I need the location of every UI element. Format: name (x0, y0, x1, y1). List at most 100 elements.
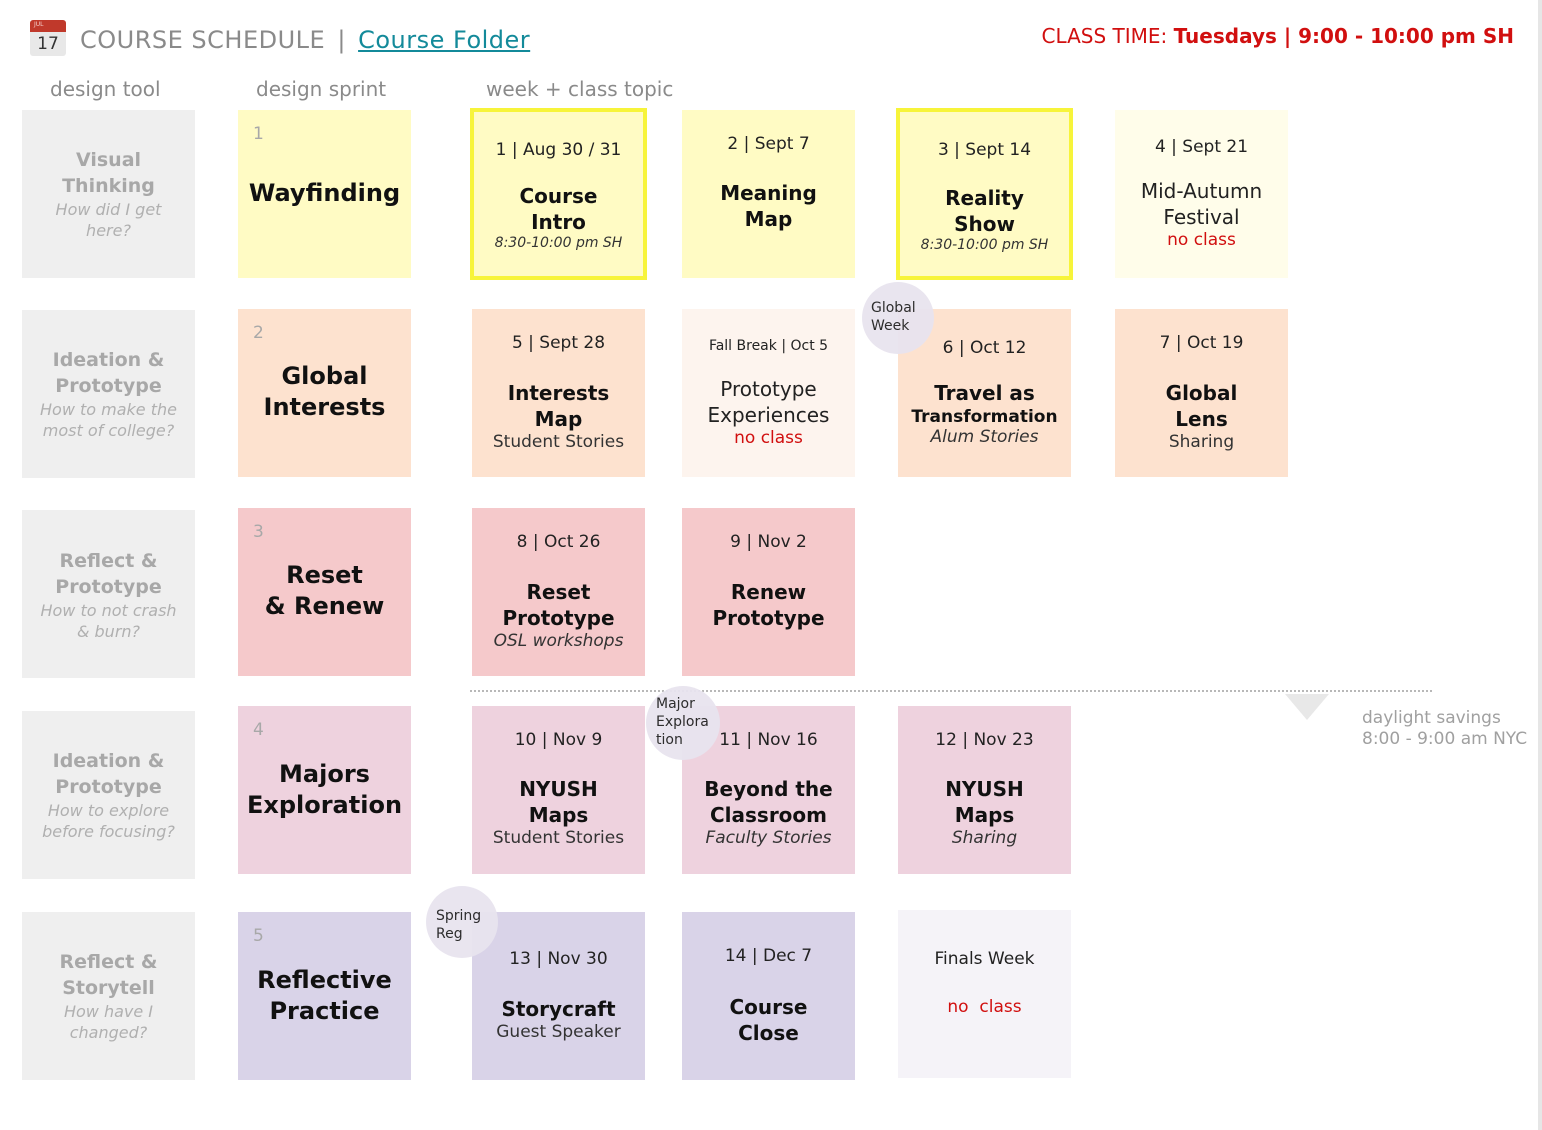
week-card: Fall Break | Oct 5 Prototype Experiences… (682, 309, 855, 477)
sprint-number: 3 (253, 522, 264, 542)
week-title: Global (1165, 381, 1238, 405)
column-header-design-sprint: design sprint (256, 77, 387, 101)
week-title: Show (954, 212, 1015, 236)
tool-title: Reflect & (59, 951, 158, 973)
week-title: Prototype (720, 377, 817, 401)
design-tool-card: Visual Thinking How did I get here? (22, 110, 195, 278)
week-title: Prototype (502, 606, 615, 630)
week-title: Mid-Autumn (1140, 179, 1263, 203)
column-header-design-tool: design tool (50, 77, 161, 101)
class-time: CLASS TIME: Tuesdays | 9:00 - 10:00 pm S… (1042, 24, 1515, 48)
week-card: 12 | Nov 23 NYUSH Maps Sharing (898, 706, 1071, 874)
tool-title: Ideation & (52, 349, 165, 371)
tool-title: Visual (75, 149, 142, 171)
sprint-title: Practice (269, 997, 380, 1025)
tool-question: changed? (69, 1023, 148, 1042)
tool-title: Prototype (55, 375, 162, 397)
week-title: Prototype (712, 606, 825, 630)
week-date: 10 | Nov 9 (514, 730, 603, 750)
week-date: 9 | Nov 2 (730, 532, 807, 552)
sprint-title: Interests (263, 393, 386, 421)
sprint-number: 1 (253, 124, 264, 144)
tool-question: & burn? (76, 622, 141, 641)
week-title: Lens (1175, 407, 1228, 431)
week-date: 2 | Sept 7 (727, 134, 810, 154)
tool-question: How to make the (40, 400, 177, 419)
tool-title: Thinking (62, 175, 155, 197)
class-time-value: Tuesdays | 9:00 - 10:00 pm SH (1173, 24, 1514, 48)
tool-question: before focusing? (42, 822, 175, 841)
tool-title: Storytell (62, 977, 155, 999)
calendar-icon-day: 17 (30, 32, 66, 56)
bubble-text: Week (871, 318, 910, 334)
bubble-text: Explora (656, 714, 709, 730)
week-date: Finals Week (934, 949, 1035, 969)
tool-title: Prototype (55, 576, 162, 598)
week-card: 10 | Nov 9 NYUSH Maps Student Stories (472, 706, 645, 874)
design-tool-card: Ideation & Prototype How to make the mos… (22, 310, 195, 478)
week-title: Maps (528, 803, 589, 827)
week-subtitle: OSL workshops (493, 631, 624, 651)
calendar-icon-month: JUL (34, 21, 44, 28)
tool-question: How to explore (47, 801, 170, 820)
sprint-title: Majors (279, 760, 370, 788)
spring-reg-bubble: Spring Reg (426, 886, 498, 958)
no-class-note: no class (947, 997, 1022, 1017)
sprint-card: 1 Wayfinding (238, 110, 411, 278)
tool-title: Reflect & (59, 550, 158, 572)
week-card: 14 | Dec 7 Course Close (682, 912, 855, 1080)
daylight-line: daylight savings (1362, 708, 1501, 728)
week-date: 5 | Sept 28 (511, 333, 606, 353)
week-title: Travel as (934, 381, 1035, 405)
week-card: 5 | Sept 28 Interests Map Student Storie… (472, 309, 645, 477)
week-title: Reset (526, 580, 591, 604)
sprint-card: 5 Reflective Practice (238, 912, 411, 1080)
week-subtitle: Sharing (1168, 432, 1235, 452)
week-date: 14 | Dec 7 (724, 946, 813, 966)
week-title: NYUSH (945, 777, 1024, 801)
design-tool-card: Reflect & Storytell How have I changed? (22, 912, 195, 1080)
week-card: Finals Week no class (898, 910, 1071, 1078)
title-separator: | (337, 26, 346, 54)
week-date: 8 | Oct 26 (516, 532, 601, 552)
tool-question: most of college? (42, 421, 175, 440)
week-subtitle: 8:30-10:00 pm SH (920, 237, 1049, 253)
week-subtitle: 8:30-10:00 pm SH (494, 235, 623, 251)
week-card: 9 | Nov 2 Renew Prototype (682, 508, 855, 676)
week-title: Storycraft (501, 997, 616, 1021)
week-title: Transformation (911, 407, 1058, 427)
week-title: Close (738, 1021, 799, 1045)
no-class-note: no class (734, 428, 803, 448)
sprint-title: Wayfinding (248, 179, 401, 207)
tool-question: How have I (63, 1002, 154, 1021)
week-title: Intro (531, 210, 586, 234)
week-title: Reality (945, 186, 1024, 210)
tool-question: here? (86, 221, 131, 240)
week-title: NYUSH (519, 777, 598, 801)
week-subtitle: Sharing (951, 828, 1018, 848)
major-exploration-bubble: Major Explora tion (646, 686, 720, 760)
week-title: Festival (1163, 205, 1240, 229)
week-date: 3 | Sept 14 (937, 140, 1032, 160)
week-title: Experiences (707, 403, 830, 427)
week-date: Fall Break | Oct 5 (708, 338, 829, 354)
week-title: Classroom (709, 803, 828, 827)
sprint-title: Reflective (257, 966, 392, 994)
sprint-card: 3 Reset & Renew (238, 508, 411, 676)
course-folder-link[interactable]: Course Folder (358, 26, 531, 54)
week-title: Maps (954, 803, 1015, 827)
week-subtitle: Guest Speaker (496, 1022, 621, 1042)
no-class-note: no class (1167, 230, 1236, 250)
class-time-label: CLASS TIME: (1041, 24, 1168, 48)
global-week-bubble: Global Week (862, 282, 934, 354)
week-date: 7 | Oct 19 (1159, 333, 1244, 353)
week-card: 3 | Sept 14 Reality Show 8:30-10:00 pm S… (896, 108, 1073, 280)
triangle-marker-icon (1285, 694, 1329, 720)
week-date: 13 | Nov 30 (509, 949, 608, 969)
tool-title: Ideation & (52, 750, 165, 772)
week-title: Map (534, 407, 583, 431)
bubble-text: Spring (436, 908, 482, 924)
week-title: Course (729, 995, 808, 1019)
week-subtitle: Student Stories (492, 828, 625, 848)
week-subtitle: Faculty Stories (705, 828, 832, 848)
